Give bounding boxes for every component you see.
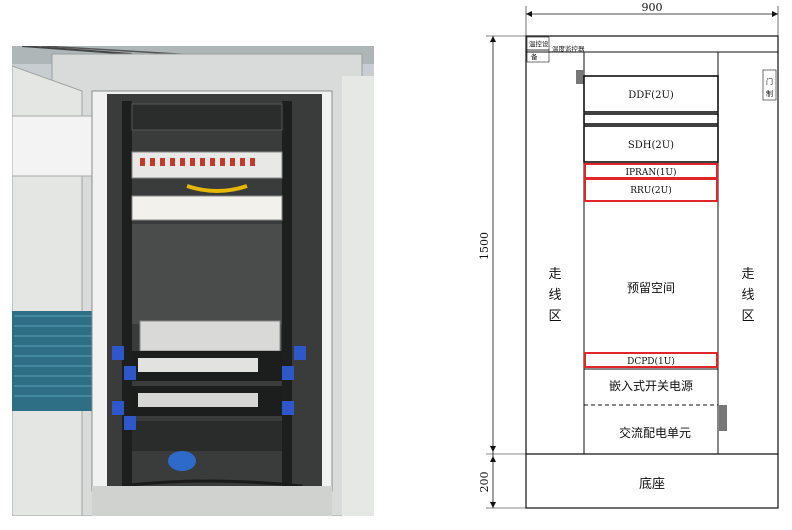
sdh-label: SDH(2U) <box>628 140 674 151</box>
dcpd-label: DCPD(1U) <box>627 356 675 367</box>
base-label: 底座 <box>639 476 665 492</box>
embedded-power-label: 嵌入式开关电源 <box>609 379 693 393</box>
sensor-marker-bottom <box>719 405 727 431</box>
left-cable-area-char-2: 线 <box>548 288 561 303</box>
door-label-char-2: 制 <box>766 89 773 98</box>
rru-unit <box>584 178 718 202</box>
rru-label: RRU(2U) <box>630 185 671 196</box>
height-base-label: 200 <box>478 472 491 493</box>
temp-control-label-1: 温控设 <box>529 39 549 48</box>
ddf-label: DDF(2U) <box>628 90 674 101</box>
width-dimension-label: 900 <box>642 1 663 14</box>
cabinet-outline <box>525 35 779 509</box>
left-cable-area-char-1: 走 <box>548 267 561 282</box>
sdh-unit <box>583 125 719 163</box>
cabinet-photo <box>12 46 374 516</box>
right-cable-area-char-1: 走 <box>741 267 754 282</box>
ipran-label: IPRAN(1U) <box>625 167 676 178</box>
reserved-space-label: 预留空间 <box>627 281 675 295</box>
sensor-marker-top <box>576 70 584 84</box>
right-cable-area-char-2: 线 <box>741 288 754 303</box>
dcpd-unit <box>584 352 718 368</box>
height-main-label: 1500 <box>478 232 491 260</box>
ddf-unit <box>583 75 719 113</box>
cabinet-layout-diagram: 900 1500 200 温控设 备 温度监控器 门 制 DDF(2U) SDH… <box>478 1 779 509</box>
temp-control-label-2: 备 <box>531 52 538 61</box>
ac-distribution-label: 交流配电单元 <box>619 425 691 440</box>
door-label-char-1: 门 <box>766 77 773 86</box>
temp-monitor-label: 温度监控器 <box>552 44 585 53</box>
left-cable-area-char-3: 区 <box>548 309 561 324</box>
spacer-unit <box>583 113 719 125</box>
right-cable-area-char-3: 区 <box>741 309 754 324</box>
